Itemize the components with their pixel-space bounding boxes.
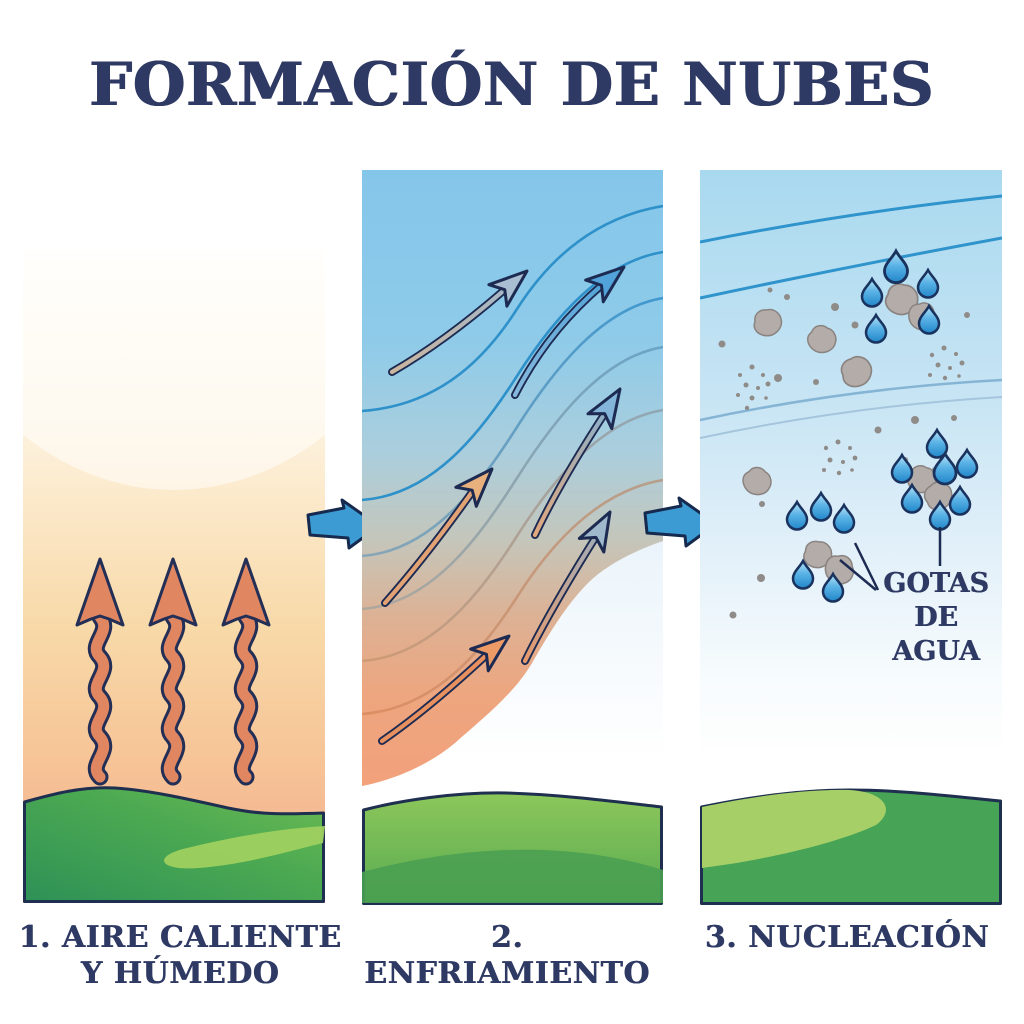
nucleation-ground-hill [700, 788, 1002, 905]
caption-warm-air-line1: 1. AIRE CALIENTE [18, 920, 342, 955]
annotation-pointer-lines [839, 527, 942, 591]
panel-warm-air [23, 250, 325, 903]
updraft-arrow-icon [521, 510, 612, 665]
air-current-arcs [700, 194, 1002, 439]
heat-arrow-icon [148, 557, 198, 786]
dust-particle-dots [718, 287, 970, 619]
caption-nucleation-line1: 3. NUCLEACIÓN [704, 920, 990, 955]
updraft-arrow-icon [381, 467, 494, 607]
updraft-arrow-icon [531, 387, 622, 539]
heat-arrow-icon [221, 557, 271, 786]
panel-nucleation [700, 170, 1002, 905]
page-title: FORMACIÓN DE NUBES [89, 50, 935, 120]
updraft-arrow-icon [378, 634, 511, 745]
caption-nucleation: 3. NUCLEACIÓN [692, 920, 1002, 956]
caption-warm-air-line2: Y HÚMEDO [80, 956, 280, 991]
annotation-line-2: AGUA [892, 636, 980, 667]
panel-cooling [362, 170, 663, 905]
updraft-arrow-icon [511, 265, 626, 399]
cooling-ground-hill [362, 791, 663, 905]
sun-glow-highlight [23, 250, 325, 490]
annotation-line-1: GOTAS DE [883, 568, 989, 633]
heat-arrow-icon [75, 557, 125, 786]
annotation-gotas-de-agua: GOTAS DE AGUA [866, 567, 1006, 669]
caption-cooling-line1: 2. ENFRIAMIENTO [364, 920, 650, 991]
updraft-arrow-icon [388, 269, 529, 376]
warm-air-ground-hill [23, 786, 325, 903]
caption-cooling: 2. ENFRIAMIENTO [352, 920, 662, 992]
nucleation-sky-background [700, 170, 1002, 905]
caption-warm-air: 1. AIRE CALIENTE Y HÚMEDO [15, 920, 345, 992]
